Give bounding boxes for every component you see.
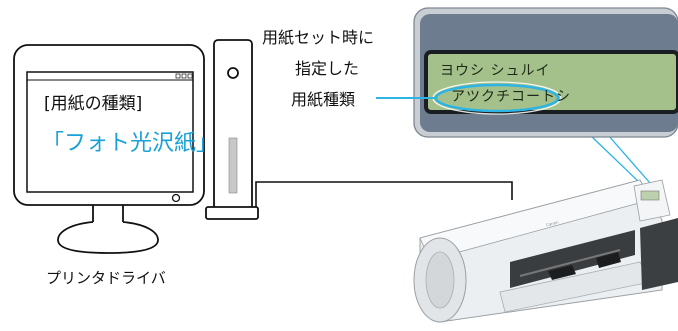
screen-paper-type: 「フォト光沢紙」 <box>42 131 219 156</box>
callout-label-line1: 用紙セット時に <box>262 28 375 47</box>
screen-heading: [用紙の種類] <box>44 94 143 114</box>
printer-driver-label: プリンタドライバ <box>46 269 166 287</box>
callout-label-line3: 用紙種類 <box>291 90 356 109</box>
callout-label-line2: 指定した <box>295 59 360 78</box>
cable <box>255 181 513 210</box>
zoom-line-left <box>589 134 641 184</box>
tower-pc <box>205 39 259 220</box>
lcd-line-1: ヨウシ シュルイ <box>440 63 551 79</box>
operation-panel <box>413 7 678 138</box>
highlight-ellipse <box>434 83 560 113</box>
lcd-screen <box>424 50 678 114</box>
monitor <box>13 44 205 254</box>
lcd-line-2: アツクチコートシ <box>451 89 571 105</box>
printer <box>413 179 678 323</box>
zoom-line-right <box>607 134 651 184</box>
